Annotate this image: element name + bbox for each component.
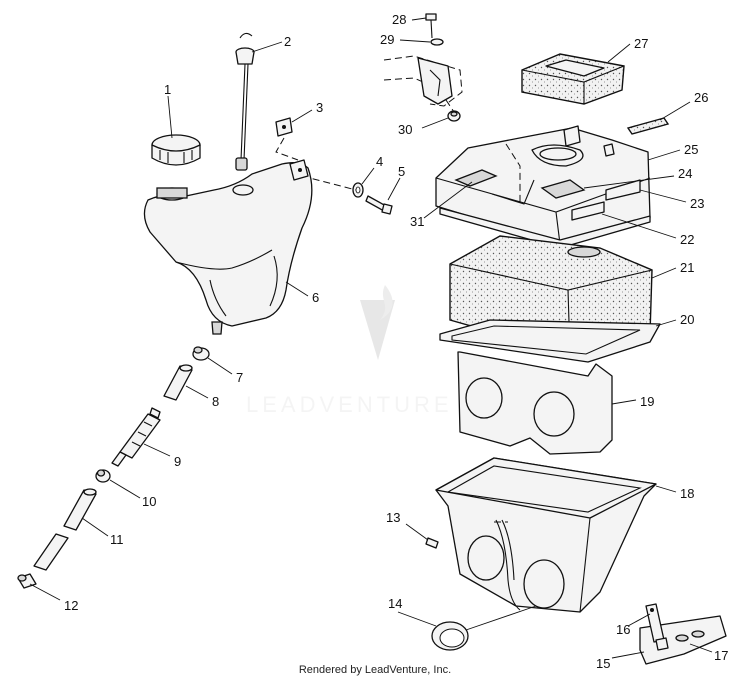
callout-27: 27 [634,36,648,51]
callout-8: 8 [212,394,219,409]
watermark-logo: LEADVENTURE [246,285,453,417]
callout-1: 1 [164,82,171,97]
mount-bracket-part [639,603,727,665]
callout-30: 30 [398,122,412,137]
callout-26: 26 [694,90,708,105]
bracket-clip-part [275,117,299,161]
hose-clamp-upper-part [192,346,210,361]
callout-labels: 1 2 3 4 5 6 7 8 9 10 11 12 13 14 15 16 1… [64,12,728,671]
callout-16: 16 [616,622,630,637]
seal-strip-part [626,117,670,135]
grommet-part [445,99,461,122]
callout-23: 23 [690,196,704,211]
lock-washer-part [430,38,444,46]
bolt-part [301,175,393,215]
callout-7: 7 [236,370,243,385]
small-screw-part [425,537,439,549]
callout-3: 3 [316,100,323,115]
airbox-housing-part [435,457,657,613]
callout-20: 20 [680,312,694,327]
fuel-hose-upper-part [163,364,193,401]
watermark-text: LEADVENTURE [246,392,453,417]
callout-21: 21 [680,260,694,275]
fuel-hose-lower-part [33,488,97,571]
callout-18: 18 [680,486,694,501]
fuel-filter-part [111,407,161,467]
airbox-cover-part [435,125,651,249]
backing-plate-part [457,351,613,455]
callout-22: 22 [680,232,694,247]
callout-10: 10 [142,494,156,509]
callout-19: 19 [640,394,654,409]
callout-31: 31 [410,214,424,229]
foam-seal-part [521,53,625,105]
callout-15: 15 [596,656,610,671]
frame-mount-ghost [383,55,463,107]
callout-9: 9 [174,454,181,469]
fuel-gauge-sender-part [235,32,255,171]
footer-credit: Rendered by LeadVenture, Inc. [298,664,452,676]
callout-14: 14 [388,596,402,611]
gasket-part [439,319,661,363]
callout-6: 6 [312,290,319,305]
callout-2: 2 [284,34,291,49]
callout-4: 4 [376,154,383,169]
fuel-tank-part [143,159,313,335]
hose-clamp-middle-part [95,469,111,483]
callout-25: 25 [684,142,698,157]
callout-5: 5 [398,164,405,179]
callout-12: 12 [64,598,78,613]
callout-29: 29 [380,32,394,47]
leader-lines [29,17,713,659]
callout-24: 24 [678,166,692,181]
callout-13: 13 [386,510,400,525]
washer-part [352,182,364,198]
fuel-cap-part [151,134,201,166]
callout-17: 17 [714,648,728,663]
screw-part [425,13,437,39]
boot-ring-part [431,605,537,651]
callout-28: 28 [392,12,406,27]
callout-11: 11 [110,532,124,547]
